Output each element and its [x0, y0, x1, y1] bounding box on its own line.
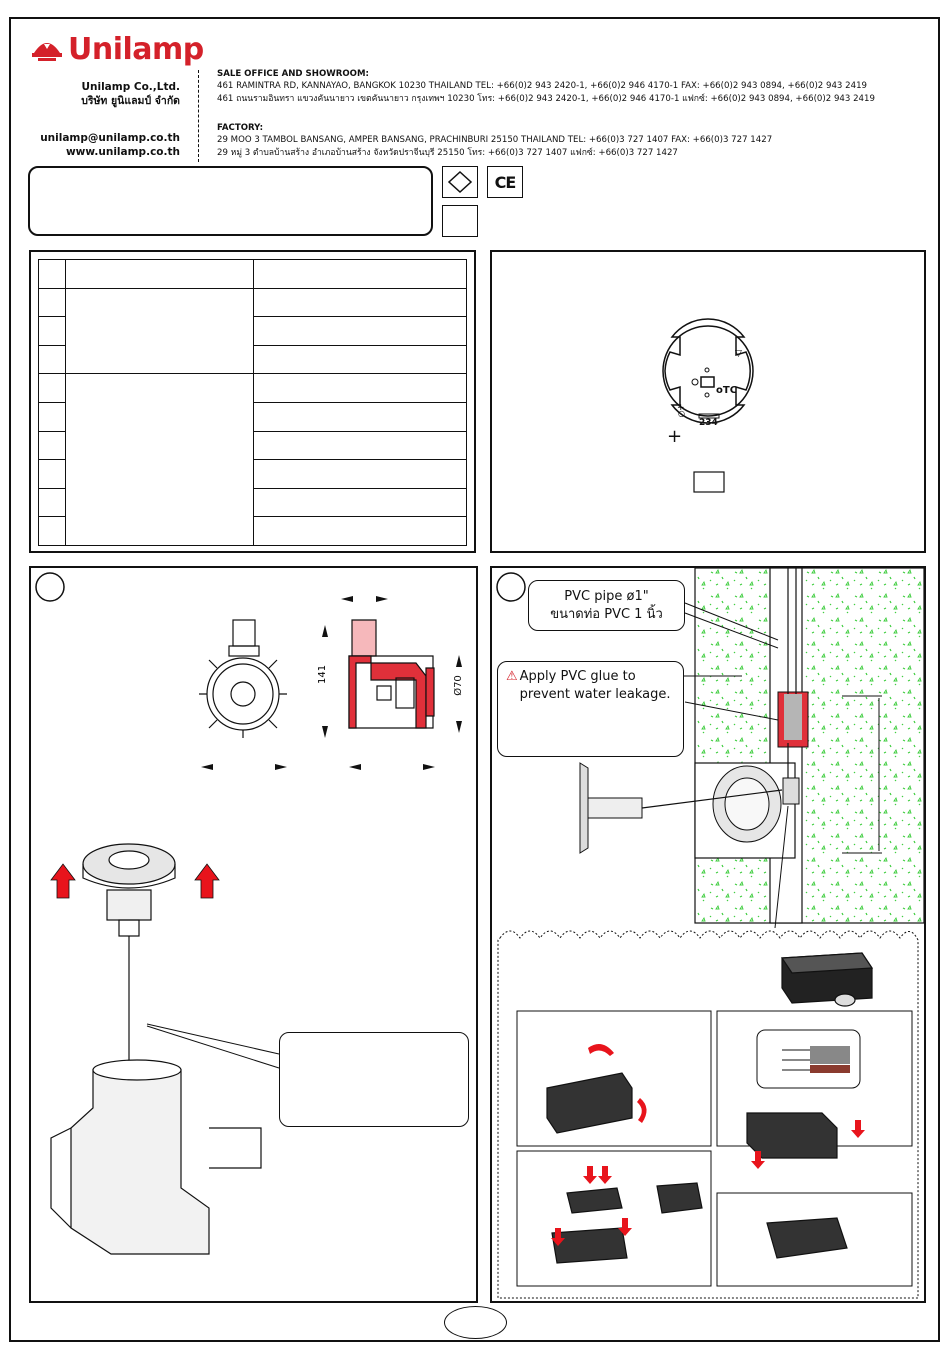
pcb-234-marking: 234	[699, 418, 718, 428]
table-row	[38, 373, 467, 546]
pvc-pipe-callout: PVC pipe ø1" ขนาดท่อ PVC 1 นิ้ว	[528, 580, 685, 631]
pcb-plus-sign: +	[667, 426, 683, 447]
fixture-drawings: 141	[35, 572, 462, 1255]
factory-address-en: 29 MOO 3 TAMBOL BANSANG, AMPER BANSANG, …	[217, 135, 773, 145]
diamond-icon	[447, 170, 473, 194]
table-row	[38, 459, 467, 489]
table-row	[38, 401, 467, 432]
spec-table	[38, 259, 467, 546]
sales-office-heading: SALE OFFICE AND SHOWROOM:	[217, 69, 369, 79]
header-divider	[198, 70, 199, 162]
svg-text:○: ○	[678, 409, 685, 418]
sales-office-address-en: 461 RAMINTRA RD, KANNAYAO, BANGKOK 10230…	[217, 81, 868, 91]
table-row	[38, 316, 467, 346]
table-row	[38, 430, 467, 461]
svg-text:+: +	[677, 403, 685, 413]
product-name-box	[28, 166, 433, 236]
dim-diameter-label: Ø70	[452, 675, 464, 696]
table-row	[38, 287, 467, 375]
table-row	[38, 516, 467, 546]
pvc-pipe-label-en: PVC pipe ø1"	[564, 589, 649, 604]
dim-height-label: 141	[317, 665, 328, 684]
svg-text:▽: ▽	[735, 349, 742, 359]
company-email[interactable]: unilamp@unilamp.co.th	[40, 132, 180, 144]
lamp-logo-icon	[32, 43, 62, 61]
pvc-pipe-label-th: ขนาดท่อ PVC 1 นิ้ว	[550, 607, 663, 622]
logo-wordmark: Unilamp	[68, 31, 204, 67]
warning-icon: ⚠	[506, 669, 518, 684]
cable-callout-box	[279, 1032, 469, 1127]
factory-heading: FACTORY:	[217, 123, 264, 133]
spec-table-panel	[29, 250, 476, 553]
pcb-tc-marking: oTC	[716, 385, 738, 396]
installation-panel-right: PVC pipe ø1" ขนาดท่อ PVC 1 นิ้ว ⚠ Apply …	[490, 566, 926, 1303]
installation-panel-left: 141 Ø70	[29, 566, 478, 1303]
certification-box-2: CE	[487, 166, 523, 198]
led-pcb-diagram: ▽ + ○	[662, 318, 754, 493]
pcb-panel: ▽ + ○ oTC 234 +	[490, 250, 926, 553]
company-website[interactable]: www.unilamp.co.th	[65, 146, 180, 158]
unilamp-logo: Unilamp	[30, 30, 230, 68]
table-row	[38, 259, 467, 289]
sales-office-address-th: 461 ถนนรามอินทรา แขวงคันนายาว เขตคันนายา…	[217, 94, 875, 104]
certification-box-3	[442, 205, 478, 237]
pvc-glue-callout: ⚠ Apply PVC glue to prevent water leakag…	[497, 661, 684, 757]
wall-mount-drawing	[496, 567, 925, 1299]
ce-mark-icon: CE	[494, 172, 517, 192]
page-number-oval	[444, 1306, 507, 1339]
certification-box-1	[442, 166, 478, 198]
company-name-th: บริษัท ยูนิแลมป์ จำกัด	[81, 95, 180, 107]
factory-address-th: 29 หมู่ 3 ตำบลบ้านสร้าง อำเภอบ้านสร้าง จ…	[217, 148, 678, 158]
company-name-en: Unilamp Co.,Ltd.	[81, 81, 180, 93]
page-frame	[9, 17, 940, 1342]
glue-warning-text: Apply PVC glue to prevent water leakage.	[519, 669, 671, 702]
